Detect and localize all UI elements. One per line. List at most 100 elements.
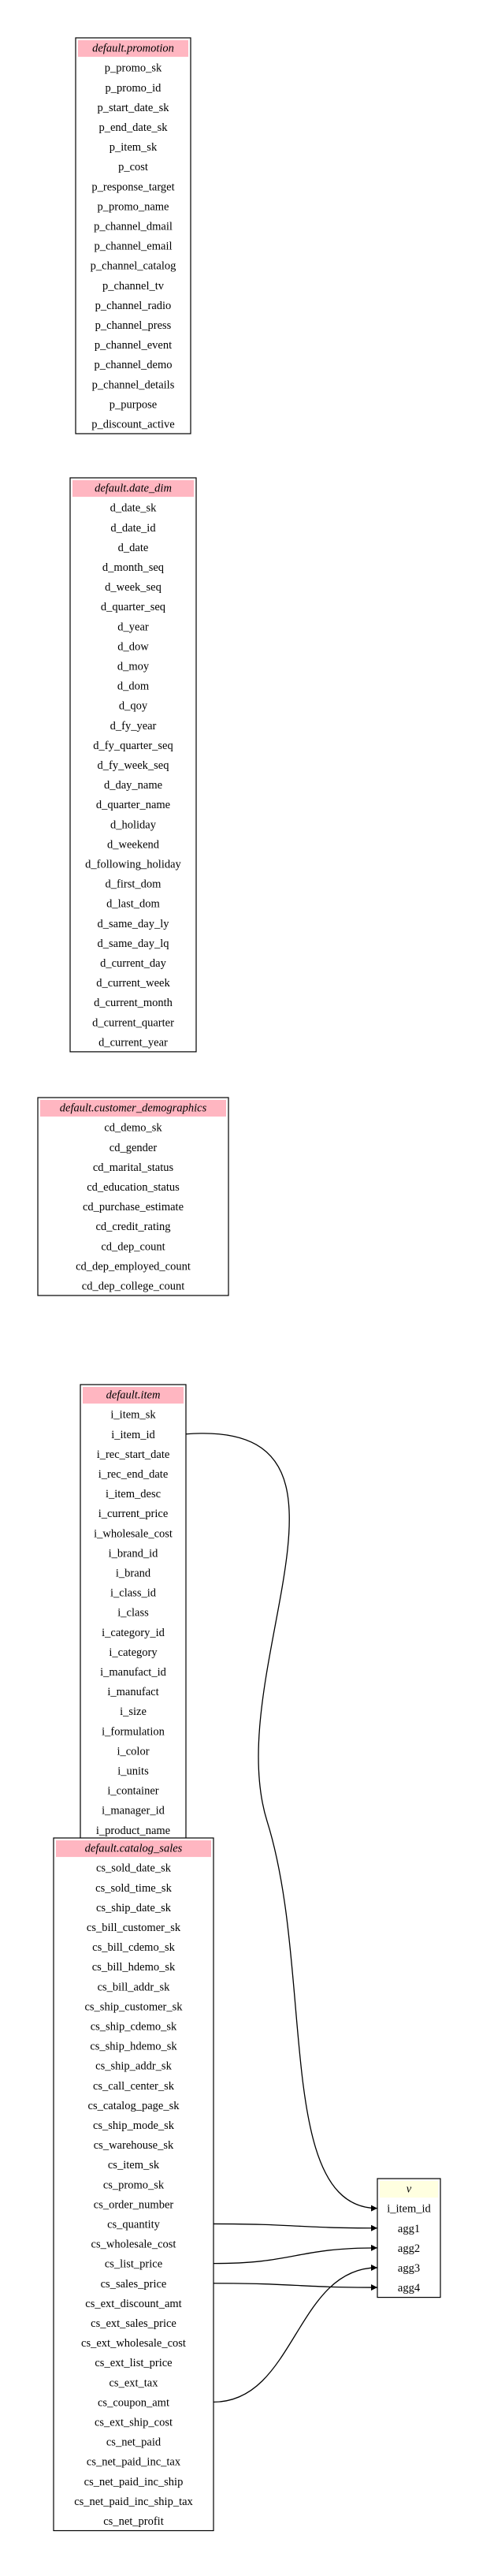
field-d-dom: d_dom xyxy=(117,680,150,693)
table-title: default.date_dim xyxy=(95,483,172,495)
field-cs-catalog-page-sk: cs_catalog_page_sk xyxy=(88,2100,180,2112)
field-d-month-seq: d_month_seq xyxy=(102,561,164,574)
field-cs-net-profit: cs_net_profit xyxy=(103,2515,164,2528)
field-i-units: i_units xyxy=(117,1765,149,1777)
field-d-same-day-lq: d_same_day_lq xyxy=(97,938,169,950)
field-d-fy-week-seq: d_fy_week_seq xyxy=(97,759,169,772)
field-i-brand-id: i_brand_id xyxy=(109,1547,159,1560)
field-cs-coupon-amt: cs_coupon_amt xyxy=(98,2396,169,2409)
field-cs-bill-addr-sk: cs_bill_addr_sk xyxy=(98,1981,171,1993)
field-p-promo-name: p_promo_name xyxy=(97,200,169,213)
field-d-current-month: d_current_month xyxy=(94,997,173,1009)
field-i-container: i_container xyxy=(107,1785,158,1798)
field-cs-sales-price: cs_sales_price xyxy=(101,2278,167,2291)
field-cs-sold-date-sk: cs_sold_date_sk xyxy=(96,1862,172,1875)
field-p-channel-event: p_channel_event xyxy=(95,339,172,352)
table-default-item: default.itemi_item_ski_item_idi_rec_star… xyxy=(80,1384,187,1840)
field-cs-ship-mode-sk: cs_ship_mode_sk xyxy=(93,2119,175,2132)
table-title: v xyxy=(407,2183,412,2196)
field-p-cost: p_cost xyxy=(118,161,148,173)
field-p-promo-sk: p_promo_sk xyxy=(105,62,162,75)
field-d-holiday: d_holiday xyxy=(110,818,157,831)
field-i-product-name: i_product_name xyxy=(96,1825,170,1837)
field-d-date-sk: d_date_sk xyxy=(110,502,158,515)
field-d-date: d_date xyxy=(118,542,149,554)
field-i-color: i_color xyxy=(117,1745,149,1758)
field-cs-ship-customer-sk: cs_ship_customer_sk xyxy=(84,2000,183,2013)
field-cs-net-paid-inc-ship: cs_net_paid_inc_ship xyxy=(84,2476,184,2488)
field-cd-marital-status: cd_marital_status xyxy=(93,1161,174,1174)
field-p-item-sk: p_item_sk xyxy=(110,141,158,154)
table-header xyxy=(72,480,194,498)
field-p-channel-tv: p_channel_tv xyxy=(102,280,165,293)
field-p-channel-catalog: p_channel_catalog xyxy=(91,260,176,273)
field-cs-ext-ship-cost: cs_ext_ship_cost xyxy=(95,2416,173,2429)
edge-i-item-id-to-i-item-id xyxy=(185,1433,378,2212)
table-header xyxy=(83,1387,184,1404)
table-default-promotion: default.promotionp_promo_skp_promo_idp_s… xyxy=(75,37,191,434)
field-p-channel-radio: p_channel_radio xyxy=(95,300,172,312)
field-cd-dep-count: cd_dep_count xyxy=(101,1240,165,1253)
field-p-start-date-sk: p_start_date_sk xyxy=(97,102,169,114)
field-i-size: i_size xyxy=(120,1706,147,1718)
field-d-quarter-seq: d_quarter_seq xyxy=(101,601,165,613)
field-d-day-name: d_day_name xyxy=(104,779,162,792)
field-cs-ship-hdemo-sk: cs_ship_hdemo_sk xyxy=(90,2041,177,2053)
field-i-current-price: i_current_price xyxy=(98,1508,169,1520)
edge-cs-sales-price-to-agg4 xyxy=(213,2283,378,2291)
field-d-current-quarter: d_current_quarter xyxy=(92,1016,174,1029)
field-p-end-date-sk: p_end_date_sk xyxy=(99,121,169,134)
field-d-current-week: d_current_week xyxy=(96,977,170,990)
field-i-wholesale-cost: i_wholesale_cost xyxy=(94,1527,173,1540)
table-default-customer-demographics: default.customer_demographics cd_demo_skc… xyxy=(37,1097,229,1296)
field-cs-ext-tax: cs_ext_tax xyxy=(109,2377,158,2389)
field-d-qoy: d_qoy xyxy=(119,700,148,713)
field-d-fy-year: d_fy_year xyxy=(110,720,157,733)
field-cs-net-paid: cs_net_paid xyxy=(106,2436,162,2449)
field-d-year: d_year xyxy=(117,621,149,633)
field-agg4: agg4 xyxy=(398,2282,421,2295)
field-cs-bill-customer-sk: cs_bill_customer_sk xyxy=(87,1922,181,1934)
table-default-date-dim: default.date_dimd_date_skd_date_idd_date… xyxy=(69,477,197,1053)
field-d-first-dom: d_first_dom xyxy=(106,878,162,891)
table-title: default.promotion xyxy=(92,43,174,55)
field-cs-call-center-sk: cs_call_center_sk xyxy=(93,2080,175,2093)
edge-cs-list-price-to-agg2 xyxy=(213,2244,378,2265)
field-p-channel-details: p_channel_details xyxy=(92,378,175,391)
field-cd-credit-rating: cd_credit_rating xyxy=(95,1221,170,1233)
field-i-class-id: i_class_id xyxy=(110,1587,157,1600)
table-border xyxy=(80,1384,187,1840)
field-d-moy: d_moy xyxy=(117,660,150,673)
field-cd-demo-sk: cd_demo_sk xyxy=(104,1122,162,1135)
field-p-channel-dmail: p_channel_dmail xyxy=(94,220,173,233)
table-header xyxy=(78,40,188,58)
table-title: default.catalog_sales xyxy=(85,1843,183,1855)
field-cs-net-paid-inc-tax: cs_net_paid_inc_tax xyxy=(87,2456,181,2469)
table-border xyxy=(377,2178,441,2298)
field-p-channel-demo: p_channel_demo xyxy=(94,359,172,371)
table-border xyxy=(75,37,191,434)
field-i-rec-end-date: i_rec_end_date xyxy=(98,1468,169,1481)
field-p-channel-press: p_channel_press xyxy=(95,319,172,332)
field-cd-purchase-estimate: cd_purchase_estimate xyxy=(83,1201,184,1213)
field-d-dow: d_dow xyxy=(117,640,149,653)
field-agg2: agg2 xyxy=(398,2242,420,2255)
field-d-weekend: d_weekend xyxy=(107,838,160,851)
field-d-week-seq: d_week_seq xyxy=(105,581,162,594)
table-title: default.customer_demographics xyxy=(60,1102,207,1115)
table-header xyxy=(380,2181,438,2198)
field-cs-bill-cdemo-sk: cs_bill_cdemo_sk xyxy=(92,1941,175,1954)
field-cd-gender: cd_gender xyxy=(110,1142,158,1154)
field-cs-ext-wholesale-cost: cs_ext_wholesale_cost xyxy=(81,2337,186,2350)
field-cs-order-number: cs_order_number xyxy=(94,2198,174,2211)
field-i-category: i_category xyxy=(109,1646,158,1659)
field-cd-education-status: cd_education_status xyxy=(87,1181,180,1194)
field-cs-ship-date-sk: cs_ship_date_sk xyxy=(96,1902,172,1914)
table-header xyxy=(40,1100,226,1117)
field-d-current-year: d_current_year xyxy=(98,1036,168,1049)
field-agg3: agg3 xyxy=(398,2262,420,2275)
field-cs-net-paid-inc-ship-tax: cs_net_paid_inc_ship_tax xyxy=(74,2496,193,2508)
field-cs-bill-hdemo-sk: cs_bill_hdemo_sk xyxy=(92,1961,176,1974)
